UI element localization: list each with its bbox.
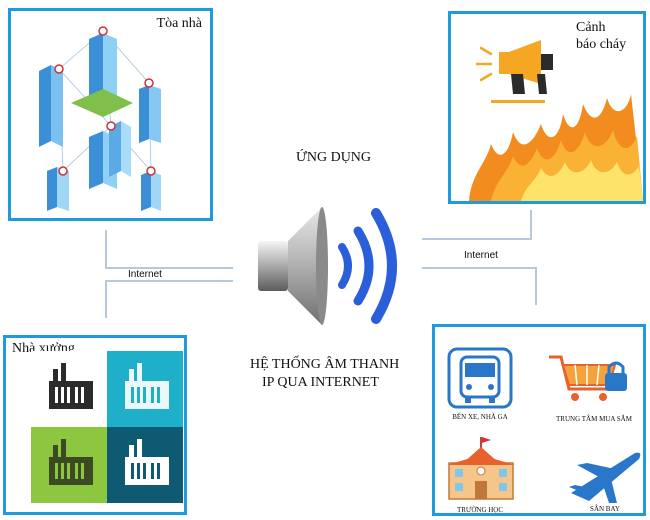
fire-alarm-illustration — [469, 40, 643, 201]
venue-label-bus-station: BẾN XE, NHÀ GA — [452, 413, 508, 421]
factory-icon — [49, 363, 93, 409]
venue-label-airport: SÂN BAY — [590, 505, 620, 513]
factory-panel: Nhà xưởng — [3, 335, 187, 515]
connector-line — [105, 280, 233, 282]
smart-buildings-illustration — [39, 26, 161, 211]
buildings-label: Tòa nhà — [156, 16, 202, 31]
connector-line — [530, 210, 532, 239]
speaker-icon — [258, 207, 397, 325]
system-title-line1: HỆ THỐNG ÂM THANH — [250, 357, 400, 372]
application-title: ỨNG DỤNG — [296, 150, 372, 165]
venue-label-school: TRƯỜNG HỌC — [456, 506, 504, 514]
megaphone-icon — [475, 40, 553, 103]
internet-label-right: Internet — [464, 250, 498, 261]
fire-alarm-label-line2: báo cháy — [576, 37, 627, 52]
connector-line — [105, 230, 107, 268]
connector-line — [422, 238, 532, 240]
factory-tile-white — [31, 351, 107, 427]
factory-icon — [125, 363, 169, 409]
connector-line — [105, 280, 107, 318]
bus-icon — [447, 347, 513, 409]
factory-tile-green — [31, 427, 107, 503]
connector-line — [422, 267, 537, 269]
factory-icon — [125, 439, 169, 485]
buildings-panel: Tòa nhà — [8, 8, 213, 221]
internet-label-left: Internet — [128, 269, 162, 280]
airplane-icon — [569, 452, 641, 503]
fire-flames — [469, 94, 643, 201]
factory-tile-cyan — [107, 351, 183, 427]
shopping-cart-icon — [549, 355, 627, 401]
connector-line — [535, 267, 537, 305]
connector-line — [105, 267, 233, 269]
fire-alarm-panel: Cảnh báo cháy — [448, 11, 646, 204]
factory-tile-navy — [107, 427, 183, 503]
venue-label-shopping-center: TRUNG TÂM MUA SẮM — [556, 415, 632, 423]
school-icon — [447, 437, 515, 500]
factory-icon — [49, 439, 93, 485]
venues-panel: BẾN XE, NHÀ GA TRUNG TÂM MUA SẮM TRƯỜNG … — [432, 324, 646, 516]
system-title-line2: IP QUA INTERNET — [262, 375, 379, 390]
fire-alarm-label-line1: Cảnh — [576, 20, 606, 35]
